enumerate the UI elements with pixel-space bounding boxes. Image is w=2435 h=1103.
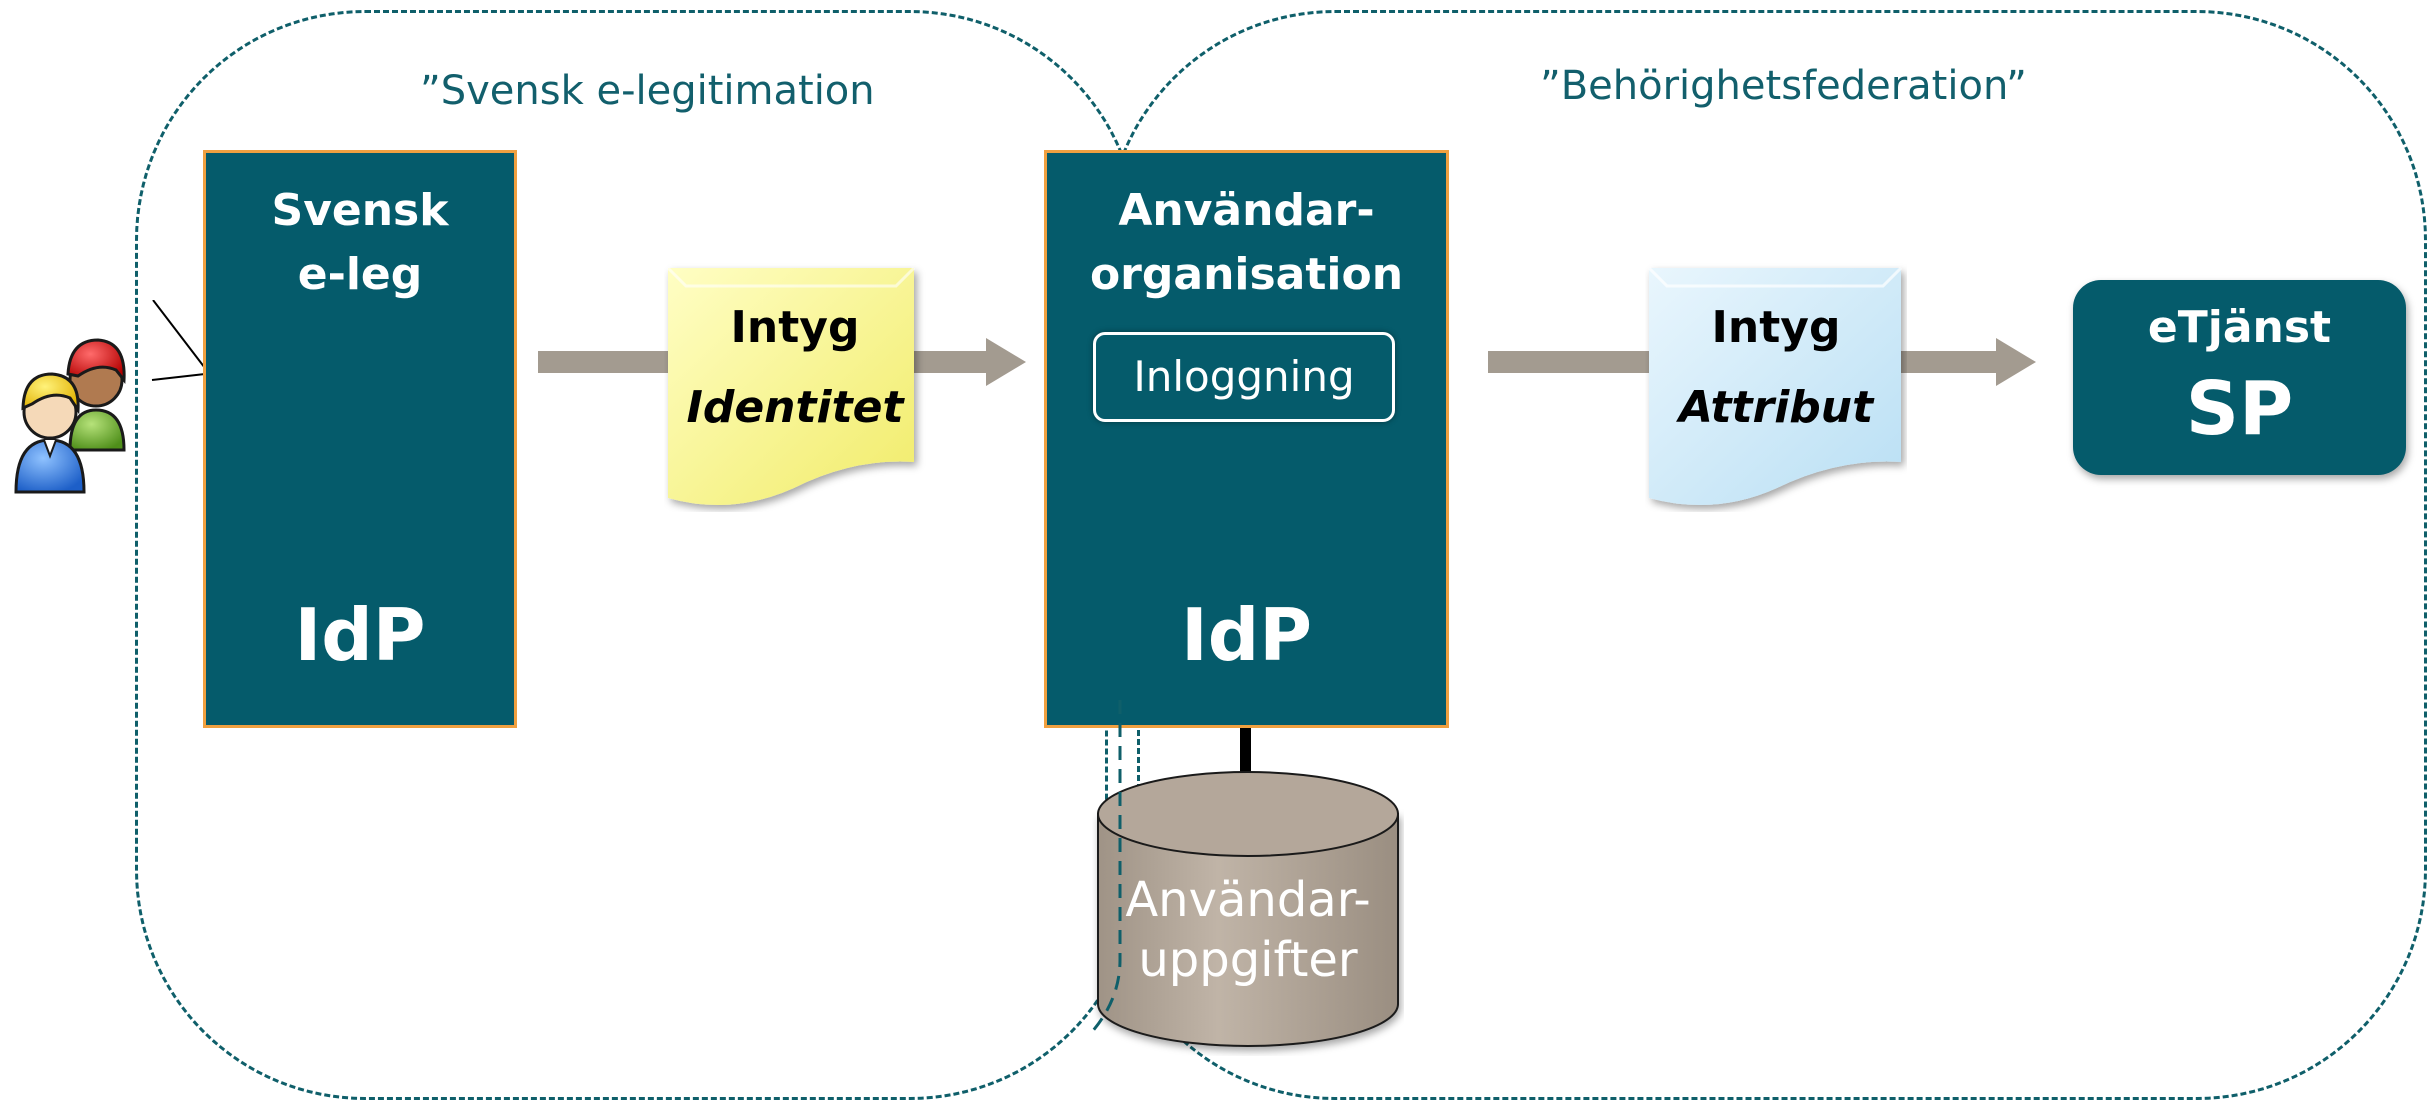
database-label-line2: uppgifter	[1138, 932, 1358, 988]
idp-svensk-eleg: Svensk e-leg IdP	[203, 150, 517, 728]
idp-eleg-heading: Svensk e-leg	[206, 179, 514, 307]
idp-org-tag: IdP	[1180, 593, 1313, 677]
assertion-identity-subtitle: Identitet	[686, 382, 904, 433]
database-cylinder	[1097, 771, 1399, 1047]
assertion-attribute-doc	[1647, 266, 1903, 506]
database-label-line1: Användar-	[1125, 872, 1371, 928]
login-box: Inloggning	[1093, 332, 1395, 422]
service-provider-box: eTjänst SP	[2073, 280, 2406, 475]
idp-eleg-heading-line2: e-leg	[297, 249, 423, 300]
service-name: eTjänst	[2147, 302, 2332, 353]
idp-eleg-tag: IdP	[294, 593, 426, 677]
database-label: Användar- uppgifter	[1098, 870, 1398, 990]
region-title-right: ”Behörighetsfederation”	[1540, 63, 2027, 109]
assertion-attribute-title: Intyg	[1711, 302, 1841, 353]
region-title-left: ”Svensk e-legitimation	[420, 68, 875, 114]
idp-org-heading: Användar- organisation	[1047, 179, 1446, 307]
service-code: SP	[2185, 366, 2294, 452]
assertion-identity-title: Intyg	[730, 302, 860, 353]
idp-eleg-heading-line1: Svensk	[271, 185, 449, 236]
idp-org-heading-line2: organisation	[1089, 249, 1404, 300]
idp-anvandarorganisation: Användar- organisation IdP	[1044, 150, 1449, 728]
idp-db-connector	[1240, 728, 1251, 804]
connector-line	[151, 373, 206, 381]
assertion-attribute-subtitle: Attribut	[1678, 382, 1874, 433]
users-icon	[14, 300, 209, 494]
idp-org-heading-line1: Användar-	[1118, 185, 1375, 236]
assertion-identity-doc	[666, 266, 916, 506]
region-left-overlay	[1090, 700, 1122, 1037]
